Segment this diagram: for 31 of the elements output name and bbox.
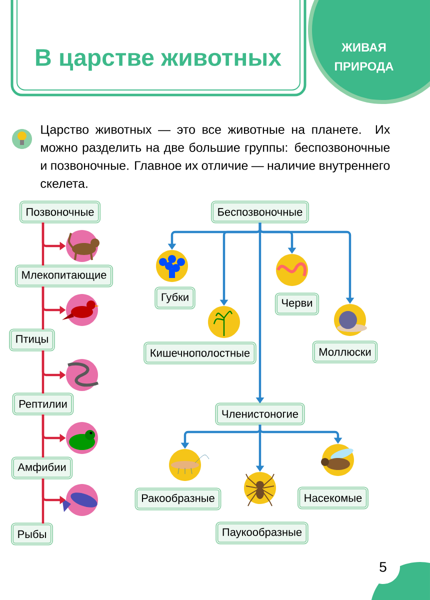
polyp-drawing [208, 306, 240, 338]
section-badge: ЖИВАЯ ПРИРОДА [308, 0, 430, 104]
category-label: Моллюски [312, 340, 378, 364]
category-label: Млекопитающие [14, 264, 114, 288]
bird-drawing [62, 294, 99, 326]
spider-drawing [244, 472, 276, 506]
bee-drawing [321, 444, 354, 476]
sponge-drawing [156, 250, 188, 282]
category-label: Амфибии [11, 456, 73, 480]
category-label: Паукообразные [216, 522, 308, 544]
title-banner: В царстве животных [10, 0, 306, 96]
category-label: Ракообразные [134, 488, 222, 510]
snail-drawing [334, 304, 367, 336]
shrimp-drawing [169, 449, 210, 481]
category-label: Насекомые [298, 486, 368, 510]
category-label: Рыбы [10, 522, 54, 546]
category-label: Черви [274, 292, 320, 316]
worm-drawing [276, 254, 308, 286]
cat-drawing [66, 230, 100, 262]
category-label: Рептилии [12, 392, 74, 416]
fish-drawing [62, 484, 98, 516]
snake-drawing [66, 359, 98, 391]
category-label: Позвоночные [19, 200, 101, 224]
category-label: Губки [154, 286, 196, 310]
frog-drawing [66, 422, 98, 454]
category-label: Членистоногие [215, 402, 305, 426]
intro-paragraph: Царство животных — это все животные на планете. Их можно разделить на две большие группы: беспозвоночные и позвоночные. Главное их отличие — наличие внутреннего скелета. [40, 125, 390, 188]
category-label: Птицы [9, 328, 55, 352]
page-number: 5 [366, 550, 400, 584]
category-label: Беспозвоночные [210, 200, 310, 224]
category-label: Кишечнополостные [144, 342, 256, 364]
